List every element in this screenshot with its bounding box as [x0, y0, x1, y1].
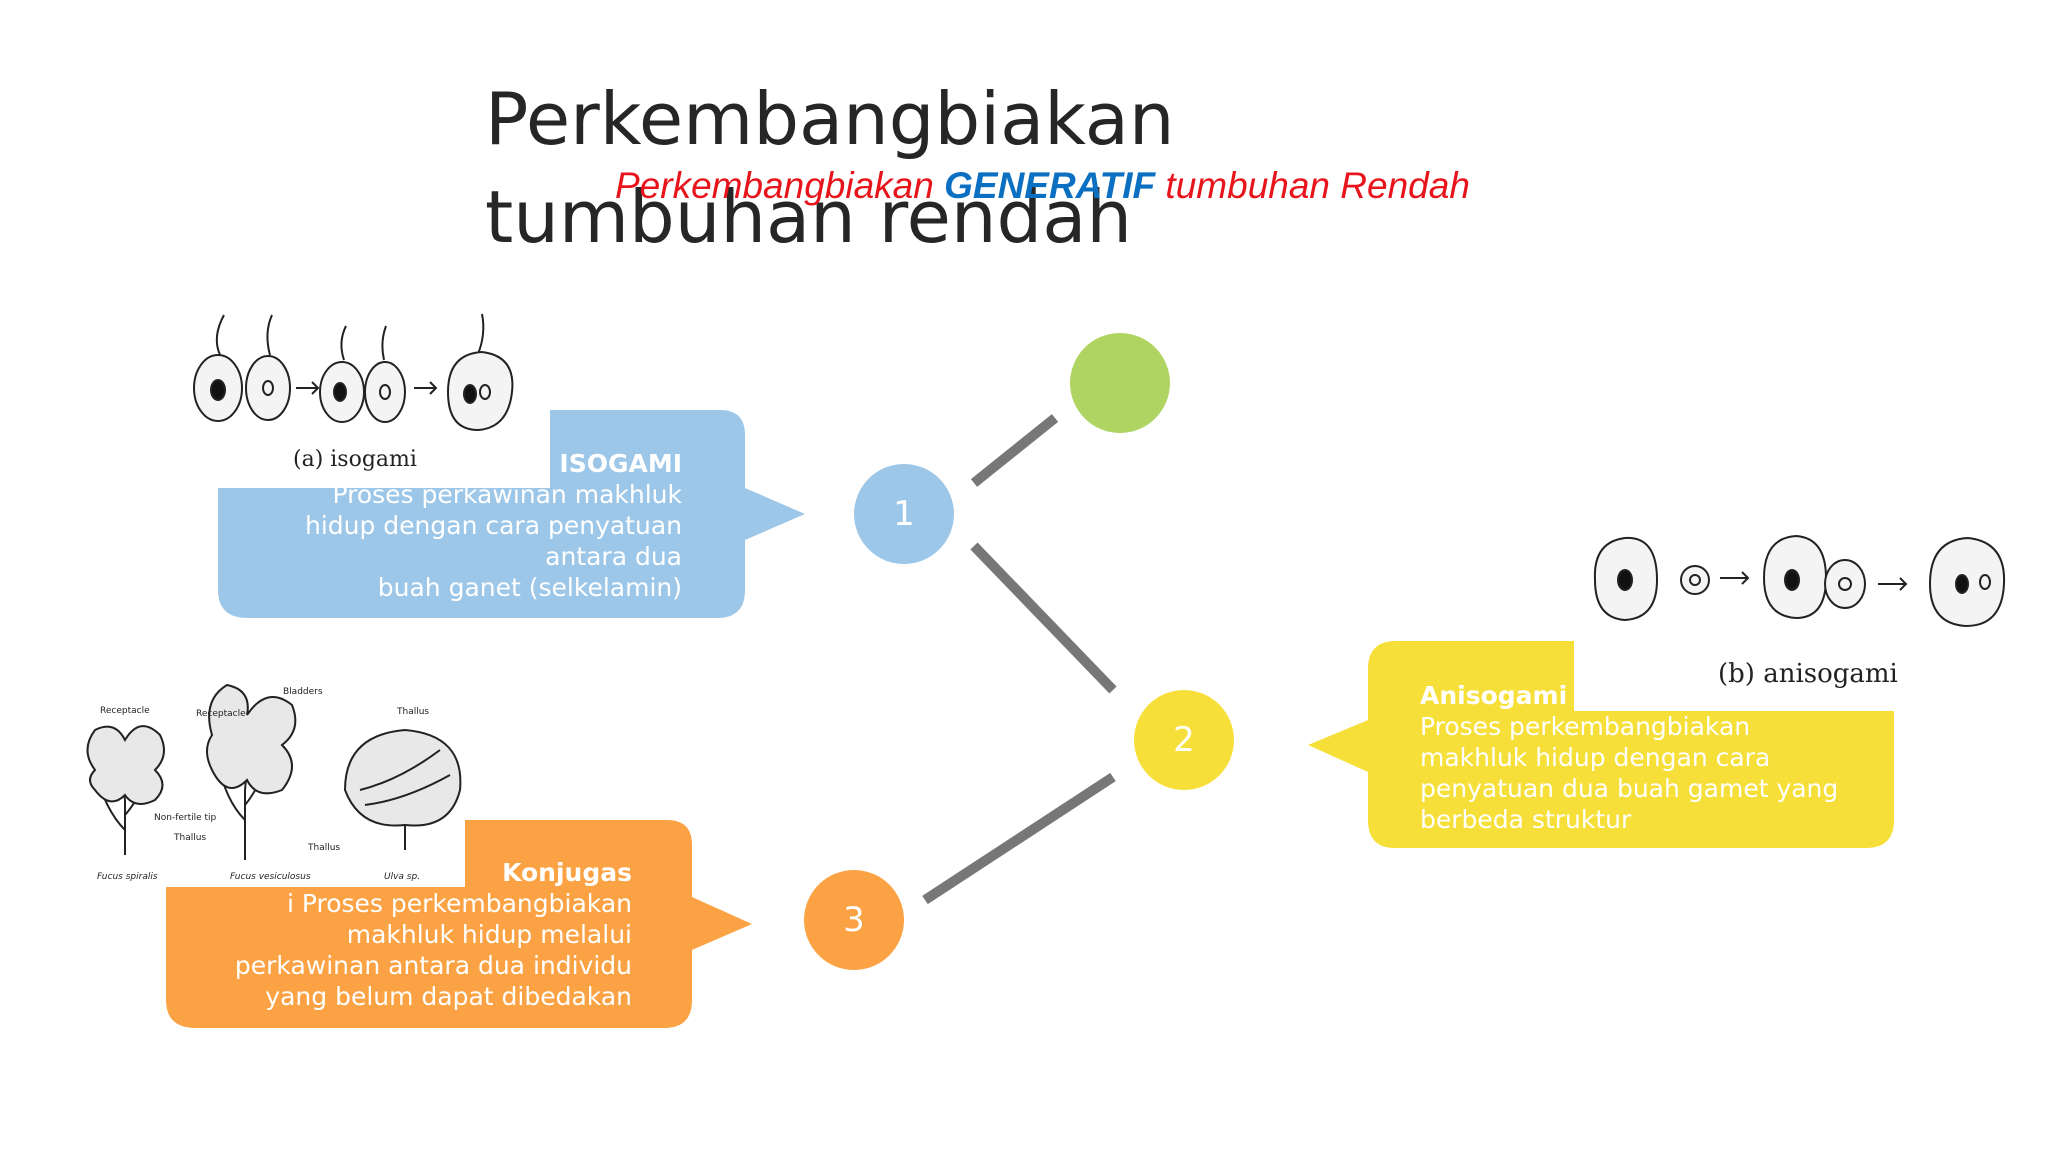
isogami-line-2: hidup dengan cara penyatuan [304, 511, 682, 540]
isogami-line-1: Proses perkawinan makhluk [332, 480, 682, 509]
connectors [922, 414, 1117, 905]
algae-label-thallus-1: Thallus [396, 707, 429, 717]
slide-subtitle: Perkembangbiakan GENERATIF tumbuhan Rend… [615, 165, 1470, 207]
algae-label-thallus-3: Thallus [307, 843, 340, 853]
isogami-illustration [193, 313, 514, 432]
connector-2-3 [922, 772, 1116, 905]
konjugasi-line-4: yang belum dapat dibedakan [265, 982, 632, 1011]
anisogami-caption: (b) anisogami [1718, 659, 1898, 689]
konjugasi-line-3: perkawinan antara dua individu [234, 951, 632, 980]
algae-label-fucus-spiralis: Fucus spiralis [97, 872, 158, 882]
anisogami-line-2: makhluk hidup dengan cara [1420, 743, 1771, 772]
algae-label-ulva: Ulva sp. [384, 872, 420, 882]
node-3: 3 [804, 870, 904, 970]
isogami-heading: ISOGAMI [559, 449, 682, 478]
algae-label-thallus-2: Thallus [173, 833, 206, 843]
isogami-line-4: buah ganet (selkelamin) [377, 573, 682, 602]
subtitle-part-1: Perkembangbiakan [615, 165, 945, 206]
isogami-callout [218, 410, 805, 618]
algae-label-receptacle-2: Receptacle [196, 709, 246, 719]
node-1: 1 [854, 464, 954, 564]
konjugasi-heading: Konjugas [502, 858, 632, 887]
anisogami-line-4: berbeda struktur [1420, 805, 1632, 834]
algae-label-bladders: Bladders [283, 687, 323, 697]
algae-illustration [86, 683, 462, 860]
anisogami-callout [1308, 641, 1894, 848]
node-2: 2 [1134, 690, 1234, 790]
algae-label-receptacle-1: Receptacle [100, 706, 150, 716]
isogami-caption: (a) isogami [293, 447, 417, 472]
node-green [1070, 333, 1170, 433]
subtitle-highlight: GENERATIF [944, 165, 1156, 206]
isogami-line-3: antara dua [545, 542, 682, 571]
anisogami-line-3: penyatuan dua buah gamet yang [1420, 774, 1839, 803]
konjugasi-callout [166, 820, 752, 1028]
anisogami-illustration [1593, 534, 2006, 628]
isogami-text: ISOGAMI Proses perkawinan makhluk hidup … [260, 448, 682, 603]
konjugasi-line-1: i Proses perkembangbiakan [286, 889, 632, 918]
connector-1-green [970, 414, 1059, 487]
konjugasi-line-2: makhluk hidup melalui [346, 920, 632, 949]
subtitle-part-3: tumbuhan Rendah [1155, 165, 1470, 206]
connector-1-2 [970, 542, 1117, 694]
algae-label-nonfertile: Non-fertile tip [154, 813, 217, 823]
anisogami-heading: Anisogami [1420, 681, 1568, 710]
anisogami-line-1: Proses perkembangbiakan [1420, 712, 1751, 741]
anisogami-text: Anisogami Proses perkembangbiakan makhlu… [1420, 680, 1860, 835]
konjugasi-text: Konjugas i Proses perkembangbiakan makhl… [210, 857, 632, 1012]
slide-title: Perkembangbiakan tumbuhan rendah [485, 77, 1175, 259]
algae-label-fucus-vesiculosus: Fucus vesiculosus [230, 872, 311, 882]
